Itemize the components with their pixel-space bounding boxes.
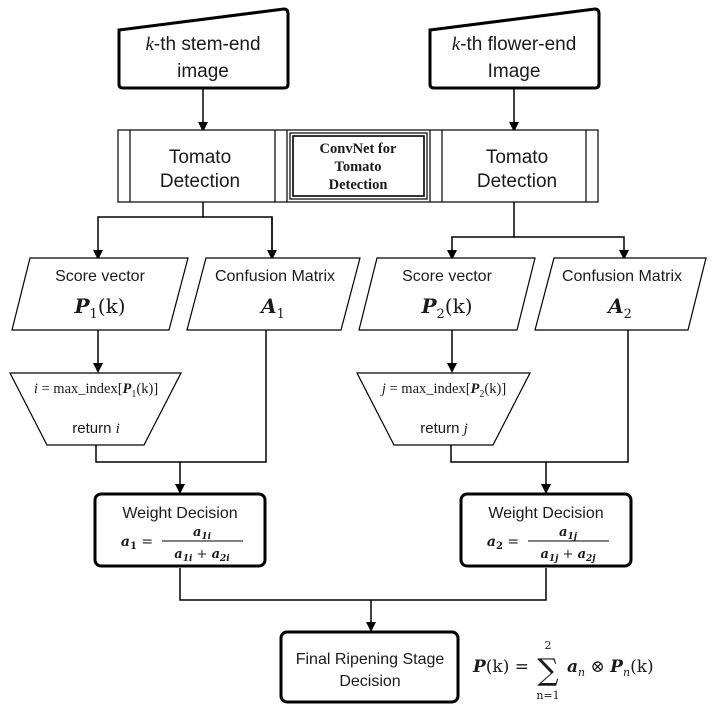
- stem-line1: -th stem-end: [154, 34, 261, 55]
- svg-text:an ⊗ Pn(k): an ⊗ Pn(k): [567, 657, 654, 679]
- formula-upper: 2: [545, 639, 552, 652]
- stem-k-var: k: [145, 34, 154, 55]
- flower-k-var: k: [452, 34, 461, 55]
- final-line2: Decision: [339, 673, 400, 690]
- confusion-left-title: Confusion Matrix: [215, 268, 335, 285]
- confusion-matrix-right: Confusion Matrix A2: [534, 257, 707, 331]
- svg-text:j = max_index[P2(k)]: j = max_index[P2(k)]: [380, 381, 506, 400]
- connector-right-confusion-to-weight: [546, 330, 629, 463]
- confusion-matrix-left: Confusion Matrix A1: [186, 257, 361, 331]
- svg-text:a2 =: a2 =: [487, 534, 519, 552]
- svg-text:i = max_index[P1(k)]: i = max_index[P1(k)]: [34, 381, 158, 400]
- svg-text:P2(k): P2(k): [420, 294, 472, 322]
- score-vector-left: Score vector P1(k): [11, 257, 189, 331]
- connectors: [93, 88, 629, 632]
- svg-text:return i: return i: [72, 420, 120, 437]
- svg-text:a1j + a2j: a1j + a2j: [540, 547, 596, 564]
- formula-sum: ∑: [537, 653, 559, 688]
- connector-left-confusion-to-weight: [180, 330, 267, 463]
- argmax-right: j = max_index[P2(k)] return j: [356, 372, 531, 446]
- input-stem-end-image: k-th stem-end image: [117, 7, 290, 90]
- argmax-left-return: return: [72, 420, 111, 437]
- weight-right-title: Weight Decision: [488, 505, 603, 522]
- formula-lower: n=1: [536, 689, 559, 702]
- svg-text:A2: A2: [606, 294, 632, 322]
- flower-line1: -th flower-end: [460, 34, 576, 55]
- right-detection-line2: Detection: [477, 171, 557, 192]
- flower-line2: Image: [488, 61, 541, 82]
- argmax-left: i = max_index[P1(k)] return i: [9, 372, 182, 446]
- left-detection-line2: Detection: [160, 171, 240, 192]
- svg-text:A1: A1: [259, 294, 285, 322]
- right-detection-line1: Tomato: [486, 147, 548, 168]
- connector-right-detection-split: [447, 202, 515, 260]
- svg-text:k-th stem-end: k-th stem-end: [145, 34, 260, 55]
- argmax-right-return: return: [420, 420, 459, 437]
- score-right-title: Score vector: [402, 268, 492, 285]
- convnet-line3: Detection: [329, 177, 388, 193]
- detection-bar: Tomato Detection Tomato Detection ConvNe…: [117, 129, 599, 203]
- connector-left-detection-split: [93, 202, 204, 260]
- score-left-title: Score vector: [55, 268, 145, 285]
- stem-line2: image: [177, 61, 229, 82]
- svg-text:a1i: a1i: [193, 525, 212, 542]
- convnet-line2: Tomato: [335, 159, 382, 175]
- connector-right-argmax-to-weight: [450, 445, 546, 463]
- weight-decision-right: Weight Decision a2 = a1j a1j + a2j: [459, 492, 633, 568]
- final-formula: P(k) = ∑ 2 n=1 an ⊗ Pn(k): [472, 639, 654, 702]
- weight-left-title: Weight Decision: [122, 505, 237, 522]
- convnet-line1: ConvNet for: [320, 141, 397, 157]
- svg-text:k-th flower-end: k-th flower-end: [452, 34, 577, 55]
- connector-weights-merge: [179, 568, 547, 601]
- score-vector-right: Score vector P2(k): [358, 257, 536, 331]
- svg-text:P(k) =: P(k) =: [472, 657, 529, 677]
- connector-left-detection-confusion: [203, 216, 273, 258]
- input-flower-end-image: k-th flower-end Image: [428, 7, 601, 90]
- weight-decision-left: Weight Decision a1 = a1i a1i + a2i: [93, 492, 267, 568]
- confusion-right-title: Confusion Matrix: [562, 268, 682, 285]
- final-line1: Final Ripening Stage: [296, 651, 445, 668]
- connector-right-detection-confusion: [514, 236, 629, 260]
- svg-text:P1(k): P1(k): [73, 294, 125, 322]
- final-ripening-decision: Final Ripening Stage Decision: [279, 630, 460, 704]
- svg-text:return j: return j: [420, 420, 468, 437]
- svg-text:a1j: a1j: [559, 525, 578, 542]
- svg-text:a1i + a2i: a1i + a2i: [174, 547, 230, 564]
- left-detection-line1: Tomato: [169, 147, 231, 168]
- svg-text:a1 =: a1 =: [121, 534, 153, 552]
- connector-left-argmax-to-weight: [95, 445, 180, 463]
